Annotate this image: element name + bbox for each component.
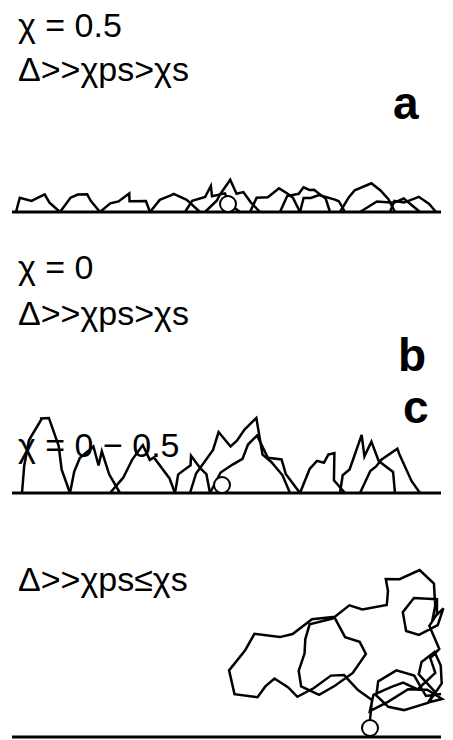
anchor-bead [214, 477, 230, 493]
parameter-label: Δ>>χps>χs [18, 52, 189, 86]
panel-letter: c [403, 384, 429, 430]
polymer-chain [250, 188, 300, 212]
parameter-label: Δ>>χps≤χs [18, 562, 188, 596]
polymer-chain [210, 436, 300, 493]
anchor-bead [362, 720, 378, 736]
polymer-chain [150, 194, 200, 212]
polymer-chain [360, 449, 420, 493]
polymer-chain [280, 187, 330, 212]
polymer-chain [300, 453, 345, 493]
polymer-chain [16, 194, 60, 212]
polymer-chain [100, 193, 150, 212]
panel-letter: b [398, 332, 426, 378]
polymer-chain [340, 435, 395, 493]
polymer-chain [60, 194, 100, 212]
parameter-label: χ = 0 [18, 250, 94, 284]
polymer-chain [229, 570, 443, 720]
polymer-chain [300, 195, 345, 212]
parameter-label: Δ>>χps>χs [18, 296, 189, 330]
polymer-chain [185, 186, 240, 212]
panel-letter: a [393, 80, 419, 126]
parameter-label: χ = 0 − 0.5 [18, 428, 180, 462]
anchor-bead [220, 196, 236, 212]
parameter-label: χ = 0.5 [18, 8, 122, 42]
surface-line [12, 736, 441, 739]
polymer-chain [390, 197, 436, 212]
polymer-chain [360, 199, 420, 212]
polymer-chain [190, 418, 290, 493]
